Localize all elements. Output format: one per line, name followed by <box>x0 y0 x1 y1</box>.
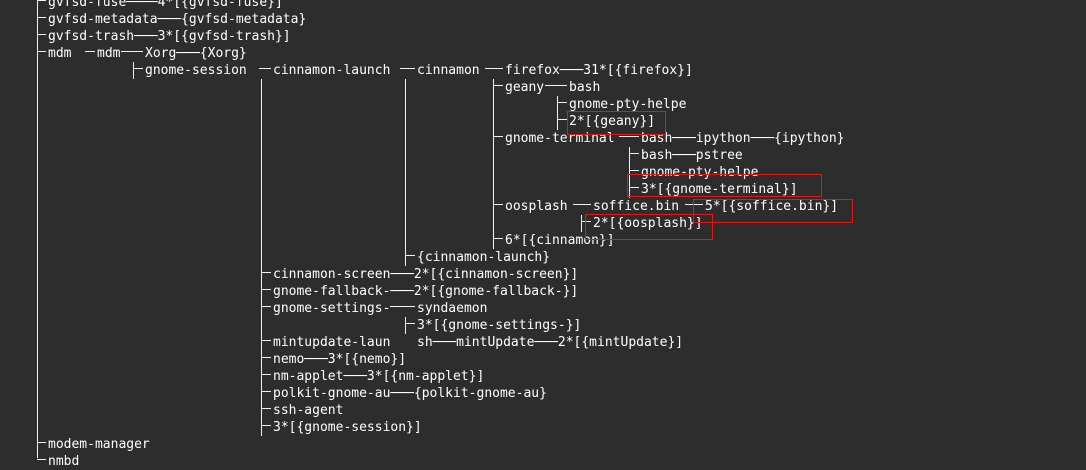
tree-vertical-connector <box>133 62 134 79</box>
tree-horizontal-connector <box>400 68 415 69</box>
tree-horizontal-connector <box>37 51 46 52</box>
process-node: gnome-session <box>145 63 247 78</box>
process-node: geany <box>505 80 545 95</box>
tree-vertical-connector <box>557 96 558 130</box>
process-node: gnome-pty-helpe <box>641 165 759 180</box>
tree-horizontal-connector <box>133 68 143 69</box>
process-node: syndaemon <box>417 301 488 316</box>
tree-horizontal-connector <box>261 357 271 358</box>
process-node: cinnamon-launch <box>273 63 391 78</box>
tree-horizontal-connector <box>493 136 503 137</box>
process-node: mdm <box>97 46 121 61</box>
tree-horizontal-connector <box>557 119 567 120</box>
tree-vertical-connector <box>261 79 262 436</box>
tree-horizontal-connector <box>37 34 46 35</box>
tree-horizontal-connector <box>261 408 271 409</box>
tree-horizontal-connector <box>405 255 415 256</box>
process-node: bash───ipython───{ipython} <box>641 131 845 146</box>
process-node: {cinnamon-launch} <box>417 250 551 265</box>
process-node: Xorg───{Xorg} <box>145 46 247 61</box>
tree-horizontal-connector <box>37 442 46 443</box>
terminal-window: gvfsd-fuse────4*[{gvfsd-fuse}] gvfsd-meta… <box>37 0 853 469</box>
process-node: 2*[{geany}] <box>569 114 656 129</box>
tree-horizontal-connector <box>261 391 271 392</box>
tree-horizontal-connector <box>261 289 271 290</box>
highlight-box <box>585 214 713 240</box>
process-node: 6*[{cinnamon}] <box>505 233 615 248</box>
process-node: 2*[{oosplash}] <box>593 216 703 231</box>
process-node: firefox───31*[{firefox}] <box>505 63 693 78</box>
tree-horizontal-connector <box>629 153 639 154</box>
tree-horizontal-connector <box>629 170 639 171</box>
process-node: gvfsd-trash───3*[{gvfsd-trash}] <box>48 29 291 44</box>
tree-horizontal-connector <box>619 136 639 137</box>
process-node: gnome-settings- <box>273 301 391 316</box>
process-node: oosplash <box>505 199 568 214</box>
process-node: 5*[{soffice.bin}] <box>705 199 839 214</box>
tree-horizontal-connector <box>545 85 567 86</box>
tree-vertical-connector <box>493 79 494 249</box>
tree-horizontal-connector <box>261 306 271 307</box>
tree-horizontal-connector <box>261 425 271 426</box>
tree-horizontal-connector <box>573 204 591 205</box>
process-node: nemo───3*[{nemo}] <box>273 352 407 367</box>
tree-horizontal-connector <box>405 323 415 324</box>
process-node: sh───mintUpdate───2*[{mintUpdate}] <box>417 335 684 350</box>
tree-horizontal-connector <box>37 0 46 1</box>
process-node: cinnamon-screen───2*[{cinnamon-screen}] <box>273 267 579 282</box>
tree-horizontal-connector <box>259 68 271 69</box>
highlight-box <box>693 199 853 223</box>
process-node: polkit-gnome-au───{polkit-gnome-au} <box>273 386 547 401</box>
process-node: mdm <box>48 46 72 61</box>
process-node: gnome-pty-helpe <box>569 97 687 112</box>
process-node: 3*[{gnome-session}] <box>273 420 422 435</box>
tree-horizontal-connector <box>493 204 503 205</box>
process-node: modem-manager <box>48 437 150 452</box>
tree-horizontal-connector <box>493 238 503 239</box>
process-node: mintupdate-laun <box>273 335 391 350</box>
tree-horizontal-connector <box>629 187 639 188</box>
tree-horizontal-connector <box>261 374 271 375</box>
tree-horizontal-connector <box>261 272 271 273</box>
tree-horizontal-connector <box>37 459 46 460</box>
tree-vertical-connector <box>37 0 38 458</box>
process-node: gnome-fallback-───2*[{gnome-fallback-}] <box>273 284 579 299</box>
tree-vertical-connector <box>629 147 630 198</box>
highlight-box <box>627 174 822 197</box>
process-node: ssh-agent <box>273 403 344 418</box>
tree-horizontal-connector <box>557 102 567 103</box>
tree-vertical-connector <box>581 215 582 232</box>
tree-horizontal-connector <box>37 17 46 18</box>
tree-vertical-connector <box>405 317 406 334</box>
process-node: bash───pstree <box>641 148 743 163</box>
tree-horizontal-connector <box>121 51 143 52</box>
process-node: gvfsd-fuse────4*[{gvfsd-fuse}] <box>48 0 283 10</box>
tree-horizontal-connector <box>493 85 503 86</box>
tree-horizontal-connector <box>390 306 415 307</box>
tree-horizontal-connector <box>685 204 703 205</box>
tree-horizontal-connector <box>581 221 591 222</box>
process-node: nmbd <box>48 454 80 469</box>
process-node: bash <box>569 80 601 95</box>
process-node: soffice.bin <box>593 199 680 214</box>
process-node: nm-applet───3*[{nm-applet}] <box>273 369 485 384</box>
process-node: cinnamon <box>417 63 480 78</box>
process-node: 3*[{gnome-settings-}] <box>417 318 582 333</box>
process-node: gvfsd-metadata───{gvfsd-metadata} <box>48 12 307 27</box>
process-node: 3*[{gnome-terminal}] <box>641 182 798 197</box>
tree-vertical-connector <box>405 79 406 266</box>
tree-horizontal-connector <box>485 68 503 69</box>
tree-horizontal-connector <box>85 51 95 52</box>
tree-horizontal-connector <box>261 340 271 341</box>
highlight-box <box>567 111 666 135</box>
